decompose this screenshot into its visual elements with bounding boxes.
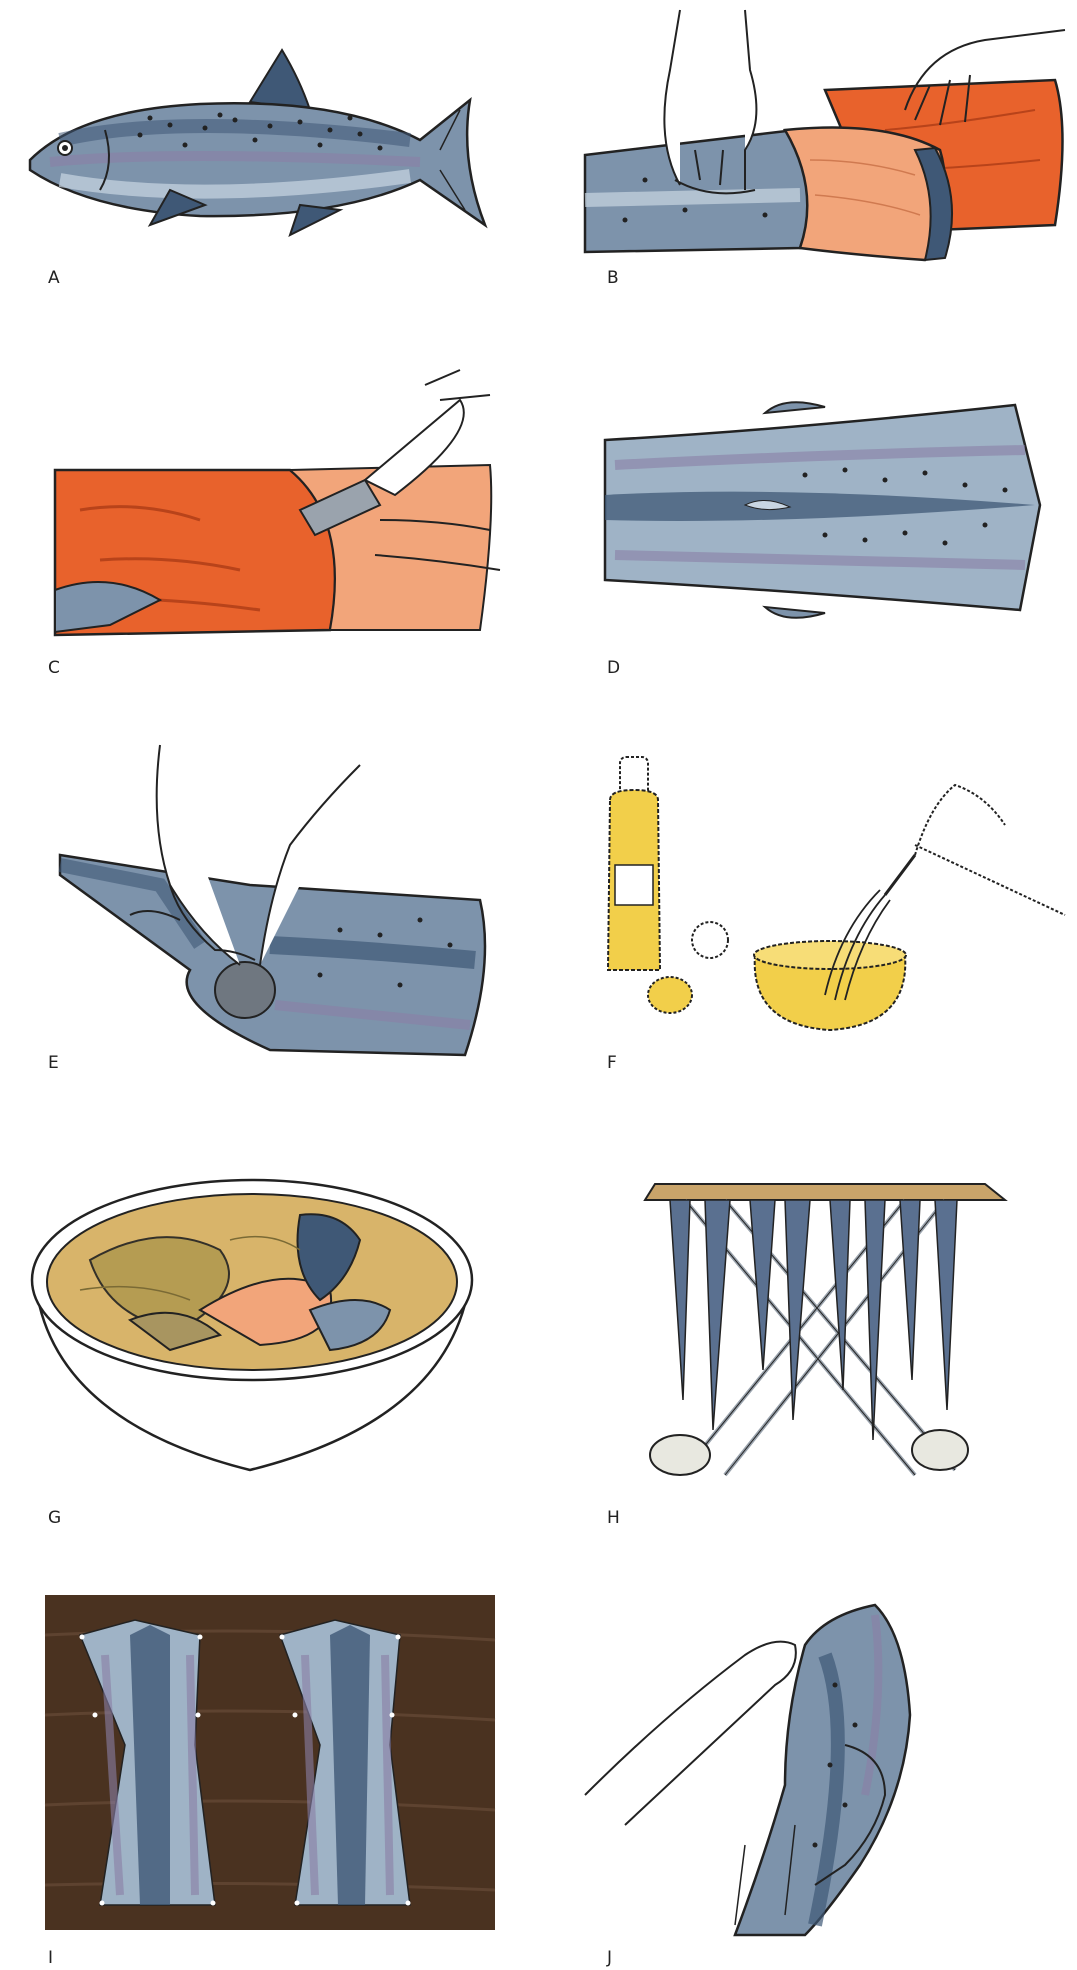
peeling-skin-illustration <box>585 10 1065 270</box>
panel-label: E <box>48 1053 59 1073</box>
panel-h: H <box>585 1170 1065 1520</box>
panel-f: F <box>585 745 1065 1085</box>
drying-rack-illustration <box>585 1170 1065 1490</box>
panel-label: F <box>607 1053 617 1073</box>
panel-d: D <box>585 395 1065 685</box>
panel-label: G <box>48 1508 61 1528</box>
panel-label: A <box>48 268 60 288</box>
scraping-skin-illustration <box>20 745 510 1065</box>
panel-g: G <box>20 1170 510 1520</box>
panel-c: C <box>20 370 510 680</box>
panel-b: B <box>585 10 1065 310</box>
panel-e: E <box>20 745 510 1085</box>
whole-salmon-illustration <box>20 40 500 240</box>
panel-a: A <box>20 40 500 310</box>
pinned-skins-board-illustration <box>20 1595 510 1935</box>
panel-j: J <box>585 1595 1065 1970</box>
flattened-skin-illustration <box>585 395 1065 625</box>
panel-i: I <box>20 1595 510 1970</box>
panel-label: D <box>607 658 620 678</box>
panel-label: I <box>48 1948 53 1968</box>
panel-label: B <box>607 268 619 288</box>
soaking-bowl-illustration <box>20 1170 510 1480</box>
panel-label: H <box>607 1508 620 1528</box>
panel-label: J <box>607 1948 612 1968</box>
knife-separating-illustration <box>20 370 510 640</box>
stretching-skin-illustration <box>585 1595 1065 1935</box>
oil-egg-whisk-illustration <box>585 745 1065 1055</box>
panel-label: C <box>48 658 60 678</box>
